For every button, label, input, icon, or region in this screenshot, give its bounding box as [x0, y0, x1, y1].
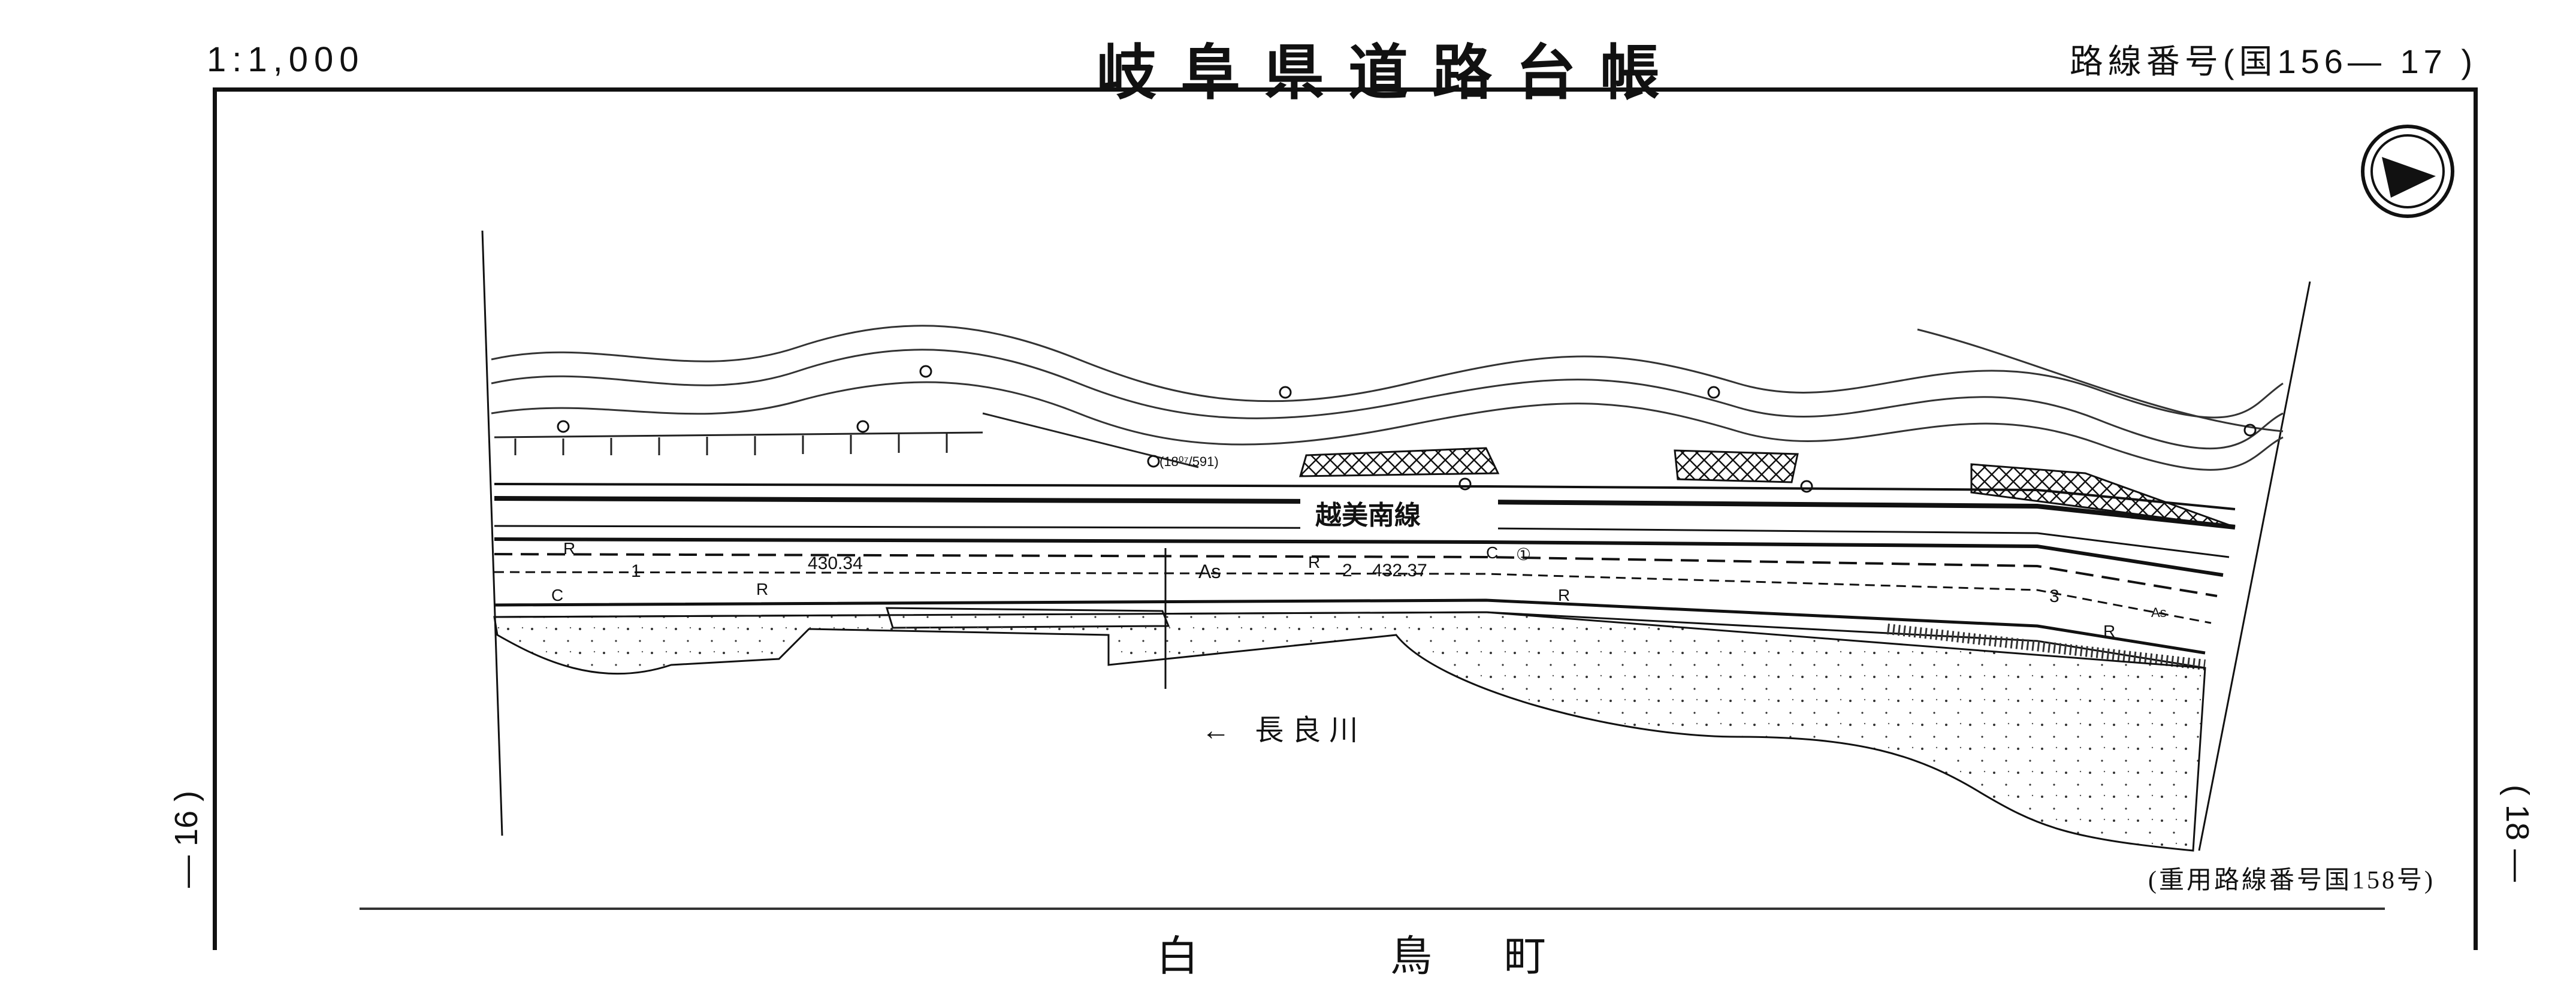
curve-mark-c-left: C: [551, 586, 563, 604]
map-clip-right: [2198, 281, 2311, 851]
river-bank-area: [493, 611, 2206, 852]
contour-lines: [491, 325, 2284, 471]
pavement-label-right: As: [2151, 605, 2167, 620]
map-frame: [213, 87, 2478, 950]
road-edges: [494, 483, 2236, 669]
section-number-3: 3: [2049, 586, 2059, 606]
survey-markers: [557, 365, 2257, 493]
page-title: 岐阜県道路台帳: [1097, 38, 1684, 108]
curve-mark-r-4: R: [1558, 586, 1570, 604]
measurement-left: 430.34: [808, 553, 863, 573]
right-page-ref: ( 18 —: [2499, 785, 2535, 882]
curve-mark-c-right: C: [1486, 543, 1498, 562]
measurement-right: 432.37: [1372, 561, 1427, 580]
retaining-wall-1: [1299, 447, 1500, 477]
circled-number-mark: ①: [1516, 545, 1531, 564]
pavement-label: As: [1198, 561, 1221, 582]
retaining-wall-2: [1674, 449, 1799, 483]
route-number: 路線番号(国156— 17 ): [2069, 43, 2477, 80]
bottom-divider: [360, 908, 2385, 910]
river-name-label: ← 長良川: [1201, 715, 1366, 746]
compass-north-arrow-icon: [2361, 125, 2454, 218]
shared-route-note: (重用路線番号国158号): [2148, 867, 2435, 894]
spot-height-label: (18⁰⁷/591): [1159, 454, 1219, 469]
road-name-label: 越美南線: [1315, 501, 1421, 530]
road-name-label-group: 越美南線: [1300, 497, 1498, 533]
curve-mark-r-5: R: [2103, 622, 2115, 640]
footer-char-1: 白: [1156, 931, 1198, 981]
footer-char-3: 町: [1504, 931, 1546, 981]
section-number-2: 2: [1342, 561, 1352, 580]
section-number-1: 1: [631, 561, 641, 581]
curve-mark-r-1: R: [563, 539, 575, 558]
map-scale: 1:1,000: [207, 40, 365, 79]
road-map-drawing: (18⁰⁷/591) 越美南線 430.34 432.37 1 2 3 As A…: [481, 125, 2454, 852]
curve-mark-r-3: R: [1308, 553, 1320, 571]
map-clip-left: [481, 230, 503, 836]
curve-mark-r-2: R: [756, 580, 768, 598]
footer-char-2: 鳥: [1390, 931, 1432, 981]
upper-slope-ticks: [494, 412, 1199, 468]
